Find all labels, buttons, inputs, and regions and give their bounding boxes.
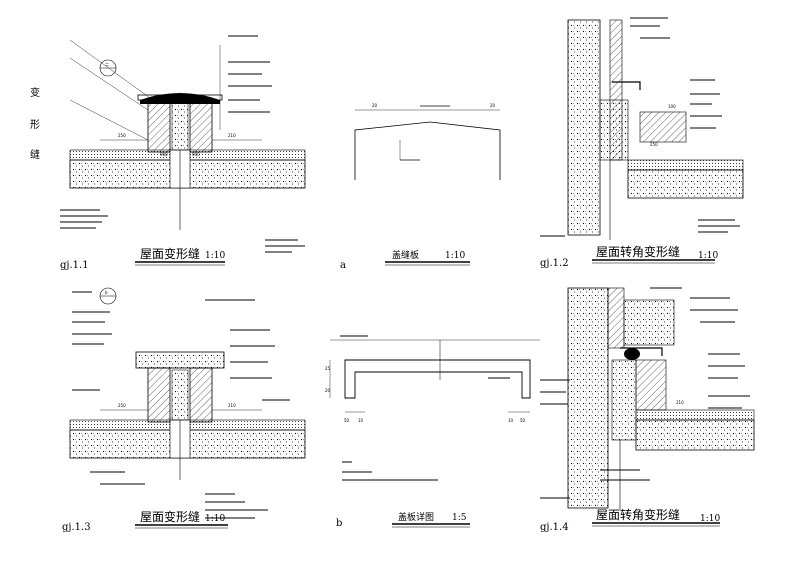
- svg-text:1:10: 1:10: [205, 514, 225, 524]
- svg-text:b: b: [105, 290, 108, 295]
- svg-text:二: 二: [105, 62, 109, 67]
- svg-text:gj.1.2: gj.1.2: [540, 258, 569, 269]
- svg-text:屋面变形缝: 屋面变形缝: [140, 246, 200, 261]
- svg-text:屋面转角变形缝: 屋面转角变形缝: [596, 507, 680, 522]
- detail-gj1-3: 250 210 b gj.1.3 屋面变形缝 1:10: [62, 287, 306, 533]
- svg-text:250: 250: [118, 133, 126, 138]
- svg-text:210: 210: [676, 400, 684, 405]
- svg-text:250: 250: [118, 403, 126, 408]
- svg-text:20: 20: [372, 103, 378, 108]
- detail-gj1-1: 250 210 900 900 二 gj.1.1 屋面变形缝 1:10: [60, 35, 306, 271]
- detail-gj1-2: 250 100 gj.1.2 屋面转角变形缝 1:10: [540, 17, 744, 269]
- svg-text:1:10: 1:10: [698, 251, 718, 261]
- svg-text:250: 250: [650, 142, 658, 147]
- svg-text:缝: 缝: [30, 148, 40, 161]
- svg-text:屋面变形缝: 屋面变形缝: [140, 509, 200, 524]
- svg-text:100: 100: [668, 104, 676, 109]
- detail-gj1-4: 210 gj.1.4 屋面转角变形缝 1:10: [540, 287, 755, 533]
- svg-text:形: 形: [30, 119, 40, 131]
- svg-text:20: 20: [490, 103, 496, 108]
- side-label: 变 形 缝: [30, 86, 40, 161]
- svg-text:盖缝板: 盖缝板: [392, 249, 419, 261]
- svg-text:变: 变: [30, 86, 40, 99]
- svg-text:50: 50: [520, 418, 526, 423]
- svg-text:900: 900: [192, 152, 200, 157]
- svg-text:20: 20: [325, 388, 331, 393]
- svg-text:1:10: 1:10: [700, 514, 720, 524]
- svg-text:gj.1.1: gj.1.1: [60, 260, 89, 271]
- svg-text:10: 10: [508, 418, 514, 423]
- svg-text:210: 210: [228, 133, 236, 138]
- svg-text:50: 50: [344, 418, 350, 423]
- svg-text:25: 25: [325, 366, 331, 371]
- svg-text:盖板详图: 盖板详图: [398, 511, 434, 523]
- svg-text:1:10: 1:10: [205, 251, 225, 261]
- svg-text:210: 210: [228, 403, 236, 408]
- detail-a: 20 20 a 盖缝板 1:10: [340, 103, 501, 271]
- svg-text:1:5: 1:5: [452, 513, 467, 523]
- svg-text:900: 900: [160, 152, 168, 157]
- svg-text:gj.1.4: gj.1.4: [540, 522, 569, 533]
- svg-text:gj.1.3: gj.1.3: [62, 522, 91, 533]
- svg-text:b: b: [336, 518, 342, 529]
- svg-text:a: a: [340, 260, 346, 271]
- detail-b: 25 20 50 10 10 50 b 盖板详图 1:5: [325, 335, 540, 529]
- svg-text:10: 10: [358, 418, 364, 423]
- svg-text:1:10: 1:10: [445, 251, 465, 261]
- svg-text:屋面转角变形缝: 屋面转角变形缝: [596, 244, 680, 259]
